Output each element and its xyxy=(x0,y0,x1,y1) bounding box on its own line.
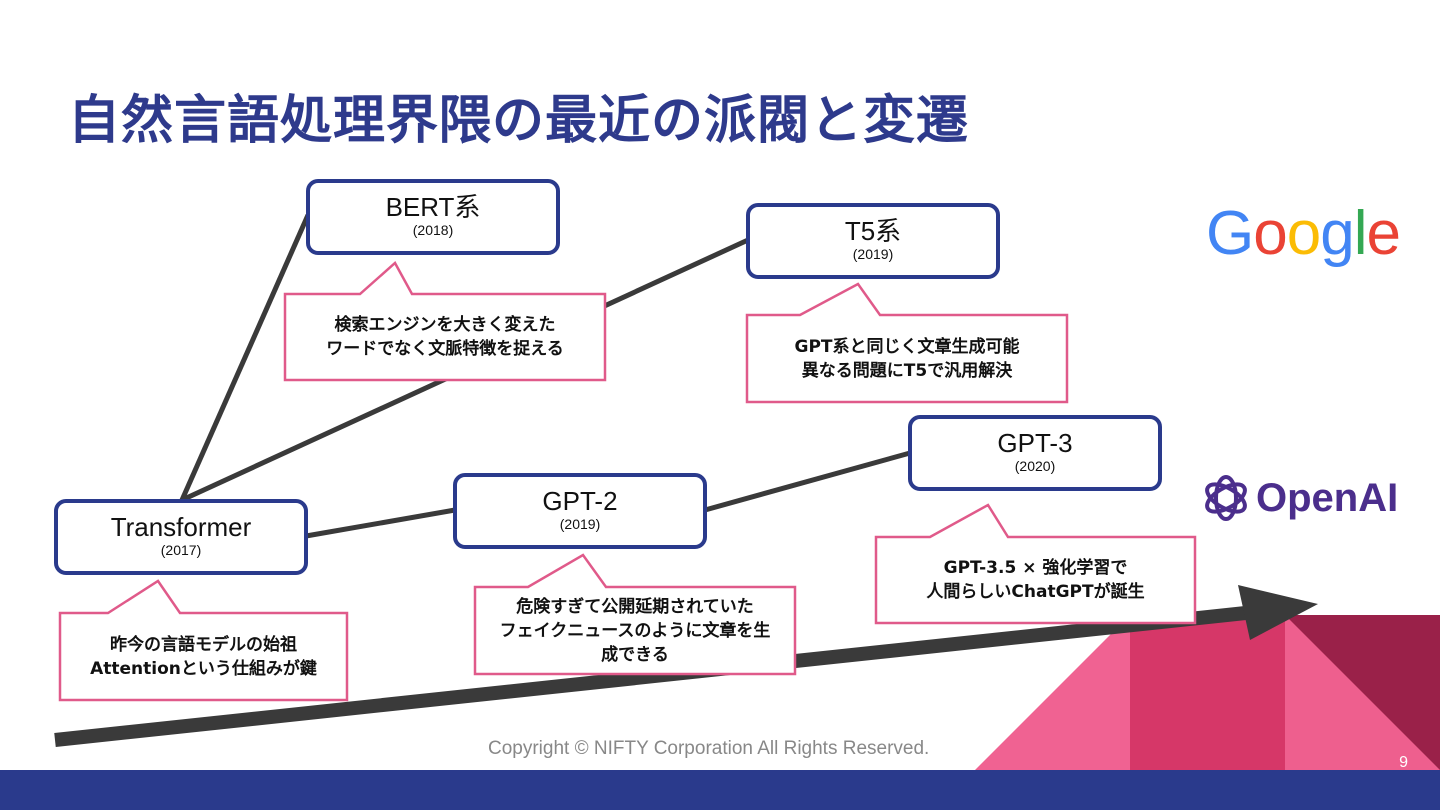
node-t5: T5系 (2019) xyxy=(746,203,1000,279)
node-bert: BERT系 (2018) xyxy=(306,179,560,255)
deco-triangle-maroon xyxy=(1285,615,1440,770)
google-letter: e xyxy=(1366,199,1400,268)
callout-shape-gpt3 xyxy=(874,503,1197,625)
copyright-text: Copyright © NIFTY Corporation All Rights… xyxy=(488,738,930,759)
node-gpt3: GPT-3 (2020) xyxy=(908,415,1162,491)
connector-gpt2-gpt3 xyxy=(704,450,911,513)
google-letter: o xyxy=(1286,199,1321,268)
node-bert-name: BERT系 xyxy=(385,192,481,222)
callout-t5-text: GPT系と同じく文章生成可能 異なる問題にT5で汎用解決 xyxy=(794,336,1020,381)
node-gpt2-name: GPT-2 xyxy=(542,486,618,516)
deco-block-crimson xyxy=(1130,615,1285,770)
node-gpt2: GPT-2 (2019) xyxy=(453,473,707,549)
callout-shape-gpt2 xyxy=(473,553,797,676)
callout-gpt2: 危険すぎて公開延期されていた フェイクニュースのように文章を生 成できる xyxy=(475,587,795,674)
node-transformer: Transformer (2017) xyxy=(54,499,308,575)
callout-transformer-text: 昨今の言語モデルの始祖 Attentionという仕組みが鍵 xyxy=(90,634,317,679)
page-number: 9 xyxy=(1399,754,1408,771)
callout-shape-t5 xyxy=(745,282,1069,404)
callout-gpt3: GPT-3.5 × 強化学習で 人間らしいChatGPTが誕生 xyxy=(876,537,1195,623)
openai-knot-icon xyxy=(1205,475,1247,521)
callout-bert: 検索エンジンを大きく変えた ワードでなく文脈特徴を捉える xyxy=(285,294,605,380)
connector-transformer-bert xyxy=(179,213,311,502)
callout-t5: GPT系と同じく文章生成可能 異なる問題にT5で汎用解決 xyxy=(747,315,1067,402)
footer-bar xyxy=(0,770,1440,810)
node-bert-year: (2018) xyxy=(412,222,454,238)
google-letter: g xyxy=(1320,199,1354,268)
callout-gpt2-text: 危険すぎて公開延期されていた フェイクニュースのように文章を生 成できる xyxy=(499,596,771,665)
node-gpt3-year: (2020) xyxy=(1014,458,1056,474)
node-transformer-name: Transformer xyxy=(110,512,252,542)
deco-triangle-pink xyxy=(975,615,1130,770)
callout-transformer: 昨今の言語モデルの始祖 Attentionという仕組みが鍵 xyxy=(60,613,347,700)
timeline-arrow-head xyxy=(1238,585,1318,640)
node-t5-year: (2019) xyxy=(852,246,894,262)
node-gpt2-year: (2019) xyxy=(559,516,601,532)
callout-shape-bert xyxy=(283,261,607,382)
google-letter: G xyxy=(1206,199,1254,268)
slide-title: 自然言語処理界隈の最近の派閥と変遷 xyxy=(68,91,970,151)
node-transformer-year: (2017) xyxy=(160,542,202,558)
node-gpt3-name: GPT-3 xyxy=(997,428,1073,458)
google-logo: Google xyxy=(1206,198,1401,269)
openai-logo: OpenAI xyxy=(1200,472,1398,524)
node-t5-name: T5系 xyxy=(844,216,902,246)
callout-bert-text: 検索エンジンを大きく変えた ワードでなく文脈特徴を捉える xyxy=(326,315,564,359)
connector-transformer-gpt2 xyxy=(305,507,456,539)
google-letter: o xyxy=(1253,199,1287,268)
timeline-arrow-shaft xyxy=(54,605,1256,747)
callout-shape-transformer xyxy=(58,579,349,702)
google-letter: l xyxy=(1353,199,1368,268)
openai-logo-text: OpenAI xyxy=(1256,475,1399,520)
callout-gpt3-text: GPT-3.5 × 強化学習で 人間らしいChatGPTが誕生 xyxy=(926,558,1145,602)
